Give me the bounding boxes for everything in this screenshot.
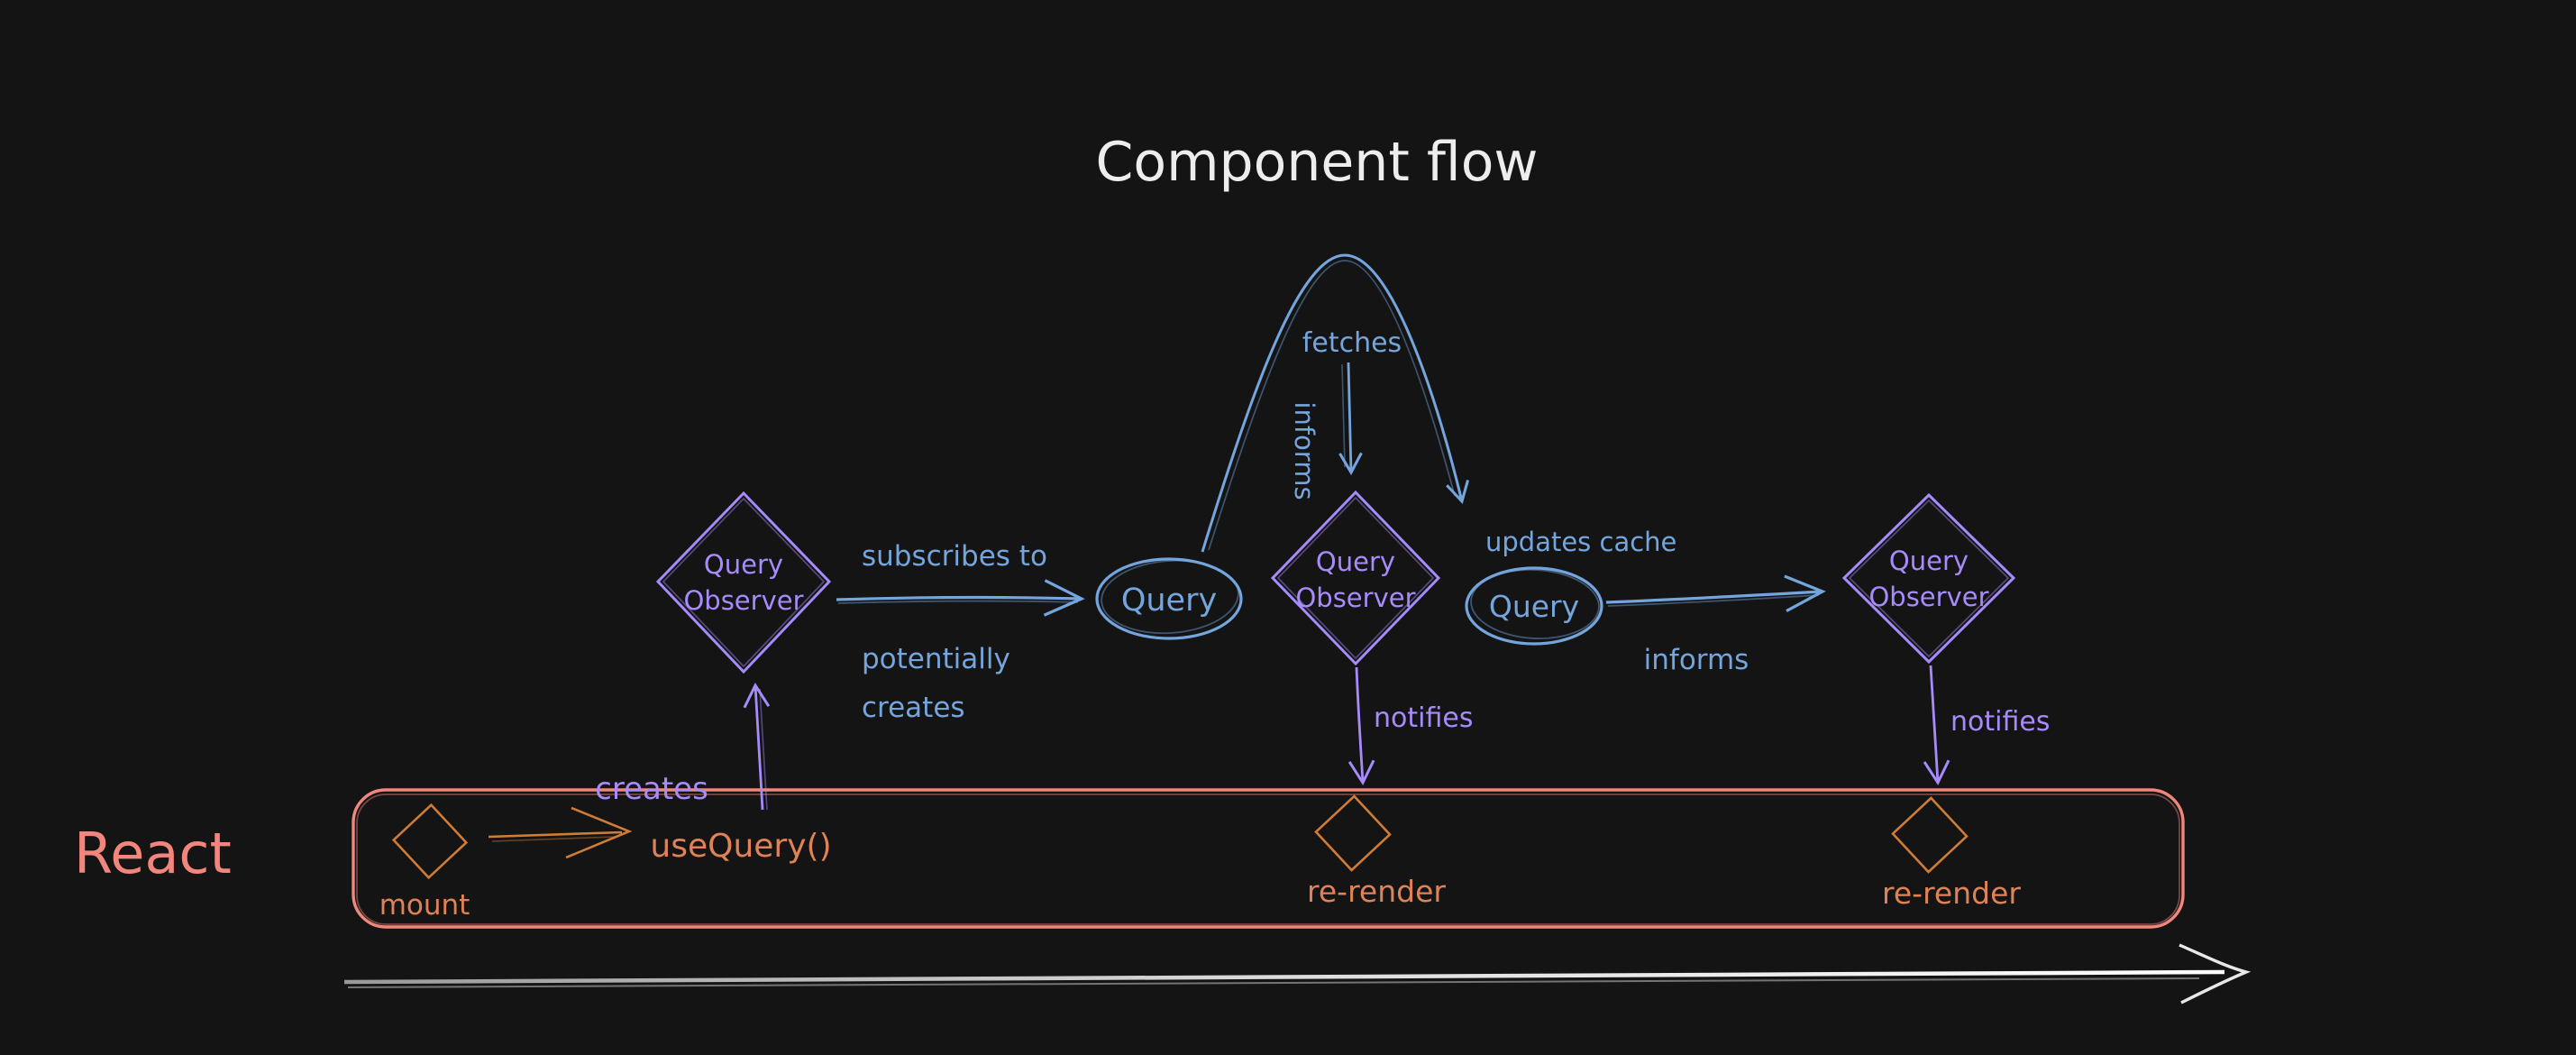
query-1-label: Query: [1121, 583, 1217, 619]
query-node-1: Query: [1095, 557, 1243, 640]
informs-down-arrow: [1338, 362, 1363, 476]
informs-right-label: informs: [1644, 644, 1749, 676]
query-observer-node-3: Query Observer: [1841, 492, 2016, 665]
mount-component-icon: [391, 803, 469, 880]
query-observer-3-line1: Query: [1889, 546, 1969, 576]
informs-right-arrow-echo: [1607, 594, 1820, 607]
updates-cache-label: updates cache: [1485, 527, 1676, 557]
creates-label: creates: [595, 771, 708, 807]
fetches-label: fetches: [1302, 327, 1402, 359]
mount-arrow: [488, 806, 633, 859]
notifies-arrow-1: [1347, 666, 1375, 786]
creates-arrow: [743, 682, 771, 811]
usequery-label: useQuery(): [650, 828, 831, 865]
query-2-label: Query: [1489, 589, 1579, 624]
query-observer-2-line1: Query: [1316, 546, 1395, 577]
fetches-arc-echo: [1208, 260, 1456, 551]
timeline-arrow: [343, 943, 2252, 1005]
informs-right-arrow: [1605, 574, 1826, 613]
subscribes-arrow-echo: [837, 600, 1079, 604]
react-boundary: [352, 788, 2185, 929]
query-observer-3-line2: Observer: [1868, 582, 1988, 612]
query-observer-node-2: Query Observer: [1270, 490, 1441, 666]
query-node-2: Query: [1465, 566, 1603, 646]
react-label: React: [74, 821, 232, 886]
diagram-title: Component flow: [1096, 131, 1539, 194]
react-boundary-echo: [356, 794, 2180, 925]
query-observer-node-1: Query Observer: [655, 491, 832, 674]
fetches-arc: [1201, 253, 1470, 553]
query-observer-2-line2: Observer: [1295, 583, 1415, 613]
creates-arrow-echo: [759, 688, 768, 811]
mount-label: mount: [379, 889, 470, 922]
re-render-component-icon-2: [1891, 796, 1969, 874]
re-render-1-label: re-render: [1307, 874, 1446, 909]
potentially-label: potentially: [862, 643, 1010, 675]
notifies-arrow-2: [1923, 665, 1950, 786]
re-render-2-label: re-render: [1882, 876, 2021, 911]
re-render-component-icon-1: [1314, 794, 1392, 872]
query-observer-1-line1: Query: [704, 549, 783, 580]
subscribes-to-label: subscribes to: [862, 540, 1047, 573]
subscribes-arrow: [836, 579, 1085, 617]
notifies-2-label: notifies: [1950, 706, 2050, 738]
potentially-creates-label: creates: [862, 692, 965, 724]
informs-down-label: informs: [1289, 401, 1320, 500]
informs-down-arrow-echo: [1341, 363, 1346, 468]
notifies-1-label: notifies: [1374, 702, 1473, 734]
query-observer-1-line2: Observer: [683, 585, 803, 616]
